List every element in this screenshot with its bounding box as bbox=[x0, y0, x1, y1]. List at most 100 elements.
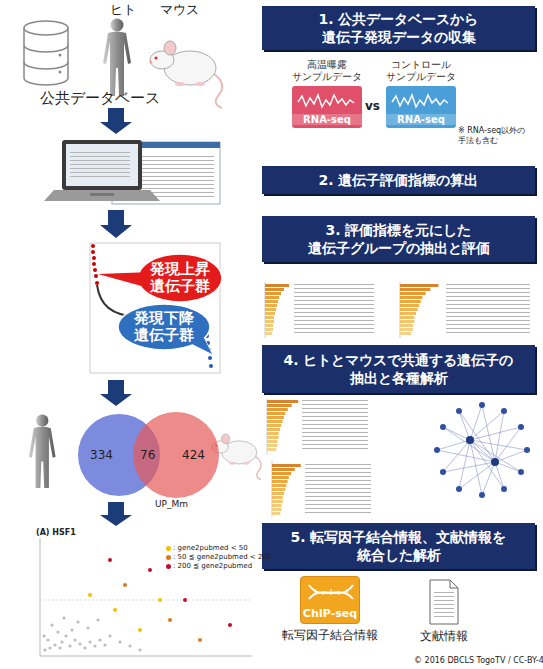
legend-text: : gene2pubmed < 50 bbox=[173, 544, 248, 552]
dna-rung bbox=[315, 589, 347, 595]
legend-text: : 50 ≦ gene2pubmed < 200 bbox=[173, 553, 271, 561]
down-arrow bbox=[100, 380, 132, 406]
scatter-plot bbox=[40, 600, 252, 601]
scatter-plot bbox=[88, 640, 91, 643]
copyright-text: © 2016 DBCLS TogoTV / CC-BY-4.0 bbox=[414, 656, 543, 666]
sample-data-box: コントロール サンプルデータRNA-seq bbox=[386, 86, 456, 128]
sample-label: 高温曝露 サンプルデータ bbox=[280, 59, 374, 83]
laptop-icon bbox=[90, 193, 114, 196]
scatter-plot bbox=[62, 616, 65, 619]
bar-chart bbox=[265, 282, 530, 517]
network-graph bbox=[518, 424, 524, 430]
legend-swatch bbox=[166, 564, 171, 569]
scatter-plot bbox=[158, 598, 162, 602]
scatter-plot bbox=[98, 638, 101, 641]
scatter-plot bbox=[86, 626, 89, 629]
bar-chart bbox=[302, 400, 368, 452]
network-graph bbox=[501, 408, 507, 414]
bar-chart bbox=[305, 464, 371, 516]
scatter-plot bbox=[128, 644, 131, 647]
legend-row: : 50 ≦ gene2pubmed < 200 bbox=[166, 553, 271, 561]
venn-count: 424 bbox=[182, 448, 205, 462]
method-label: RNA-seq bbox=[292, 114, 362, 125]
scatter-plot bbox=[228, 623, 232, 627]
callout-bubble: 発現上昇 遺伝子群 bbox=[138, 254, 222, 302]
callout-bubble: 発現下降 遺伝子群 bbox=[118, 304, 210, 350]
laptop-icon bbox=[70, 150, 130, 180]
scatter-plot bbox=[40, 656, 252, 657]
network-graph bbox=[456, 408, 462, 414]
node-text: 発現下降 遺伝子群 bbox=[118, 310, 210, 345]
down-arrow bbox=[100, 210, 132, 238]
document-icon bbox=[450, 580, 458, 588]
database-icon bbox=[24, 28, 68, 85]
venn-count: 334 bbox=[90, 448, 113, 462]
network-graph bbox=[466, 436, 474, 444]
down-arrow bbox=[100, 502, 132, 526]
mouse-figure bbox=[149, 41, 222, 108]
network-graph bbox=[440, 424, 446, 430]
volcano-plot bbox=[209, 364, 213, 368]
icon-text: ChIP-seq bbox=[301, 607, 359, 620]
legend-swatch bbox=[166, 555, 171, 560]
sample-data-box: 高温曝露 サンプルデータRNA-seq bbox=[292, 86, 362, 128]
bar-chart bbox=[265, 284, 289, 335]
waveform-line bbox=[392, 95, 448, 107]
step-banner: 2. 遺伝子評価指標の算出 bbox=[262, 166, 535, 194]
scatter-plot bbox=[113, 608, 117, 612]
legend-row: : gene2pubmed < 50 bbox=[166, 544, 248, 552]
scatter-plot bbox=[64, 634, 67, 637]
chipseq-icon: ChIP-seq転写因子結合情報 bbox=[300, 576, 360, 624]
database-icon bbox=[24, 21, 68, 85]
node-text: 4. ヒトとマウスで共通する遺伝子の 抽出と各種解析 bbox=[266, 351, 531, 387]
scatter-plot bbox=[138, 628, 142, 632]
scatter-plot bbox=[42, 634, 45, 637]
scatter-plot bbox=[123, 583, 202, 642]
scatter-plot bbox=[83, 646, 86, 649]
dna-strand bbox=[309, 585, 353, 599]
bar-chart bbox=[400, 284, 438, 335]
scatter-plot bbox=[68, 644, 71, 647]
volcano-plot bbox=[208, 356, 212, 360]
scatter-plot bbox=[46, 638, 49, 641]
volcano-plot bbox=[93, 268, 97, 272]
scatter-plot bbox=[183, 598, 187, 602]
network-graph bbox=[479, 402, 485, 408]
step-banner: 3. 評価指標を元にした 遺伝子グループの抽出と評価 bbox=[262, 216, 535, 262]
scatter-plot bbox=[93, 644, 96, 647]
network-graph bbox=[434, 402, 530, 498]
set-name: UP_Mm bbox=[155, 499, 188, 509]
laptop-icon bbox=[62, 140, 142, 190]
scatter-plot bbox=[103, 643, 106, 646]
scatter-plot bbox=[198, 638, 202, 642]
scatter-plot bbox=[118, 640, 121, 643]
scatter-plot bbox=[73, 638, 76, 641]
scatter-plot bbox=[60, 640, 63, 643]
scatter-plot bbox=[123, 583, 127, 587]
document-icon bbox=[434, 592, 454, 620]
sample-label: コントロール サンプルデータ bbox=[374, 59, 468, 83]
vs-label: vs bbox=[365, 99, 380, 113]
node-text: 発現上昇 遺伝子群 bbox=[138, 261, 222, 296]
laptop-icon bbox=[44, 140, 160, 201]
callout-tail bbox=[98, 272, 156, 290]
scatter-plot bbox=[42, 616, 141, 651]
scatter-plot bbox=[43, 648, 46, 651]
bar-chart bbox=[272, 464, 301, 515]
network-graph bbox=[456, 486, 462, 492]
database-icon bbox=[24, 45, 68, 69]
callout-body bbox=[138, 254, 222, 302]
human-figure bbox=[29, 414, 56, 488]
scatter-plot bbox=[78, 642, 81, 645]
bar-chart bbox=[446, 284, 530, 336]
volcano-plot bbox=[91, 244, 95, 248]
scatter-plot bbox=[88, 593, 162, 632]
figure-label: マウス bbox=[160, 2, 199, 18]
scatter-plot bbox=[40, 538, 41, 656]
database-icon bbox=[59, 71, 62, 74]
callout-tail bbox=[98, 272, 156, 290]
legend-row: : 200 ≦ gene2pubmed bbox=[166, 562, 252, 570]
network-graph bbox=[440, 469, 446, 475]
step-banner: 1. 公共データベースから 遺伝子発現データの収集 bbox=[262, 6, 535, 50]
